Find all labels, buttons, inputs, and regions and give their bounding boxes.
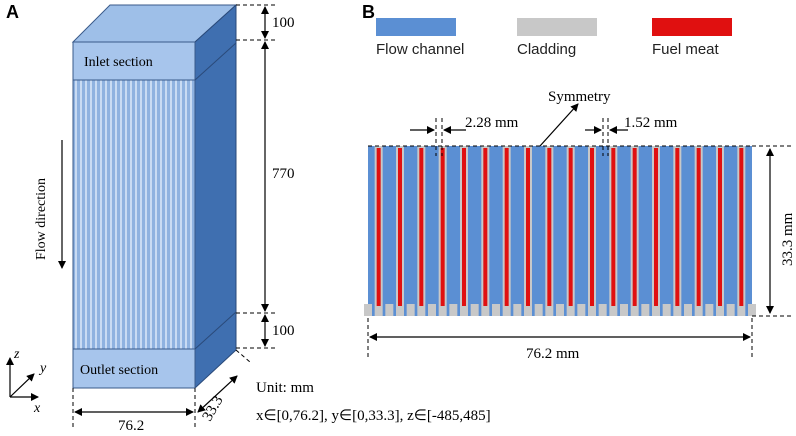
height-dimension: 33.3 mm bbox=[752, 145, 796, 317]
bottom-cladding-segment bbox=[620, 304, 628, 316]
fuel-meat-strip bbox=[568, 148, 573, 306]
bottom-cladding-segment bbox=[748, 304, 756, 316]
legend-label-flow-channel: Flow channel bbox=[376, 41, 464, 58]
legend-swatch-fuel-meat bbox=[652, 18, 732, 36]
fuel-meat-strip bbox=[440, 148, 445, 306]
bottom-cladding-segment bbox=[705, 304, 714, 316]
fuel-meat-strip bbox=[504, 148, 509, 306]
legend-swatch-flow-channel bbox=[376, 18, 456, 36]
bottom-cladding-segment bbox=[598, 304, 607, 316]
flow-channel-region bbox=[368, 146, 752, 316]
fuel-meat-strip bbox=[675, 148, 680, 306]
bottom-cladding-segment bbox=[641, 304, 650, 316]
coordinate-axes: z y x bbox=[6, 347, 47, 416]
inlet-section-label: Inlet section bbox=[84, 55, 153, 70]
vertical-dimensions: 100 770 100 bbox=[236, 4, 295, 349]
unit-text: Unit: mm bbox=[256, 380, 314, 396]
dim-channel-label: 2.28 mm bbox=[465, 115, 519, 131]
fuel-meat-strip bbox=[590, 148, 594, 306]
outlet-section bbox=[72, 348, 196, 389]
axis-x-label: x bbox=[33, 401, 41, 416]
flow-direction-label: Flow direction bbox=[34, 178, 49, 260]
bottom-dimensions: 76.2 33.3 bbox=[72, 349, 251, 434]
plate-cross-section bbox=[364, 145, 756, 316]
bottom-cladding-segment bbox=[449, 304, 458, 316]
bottom-cladding-segment bbox=[534, 304, 543, 316]
legend-label-cladding: Cladding bbox=[517, 41, 576, 58]
dim-inlet-label: 100 bbox=[272, 15, 295, 31]
dim-depth-arrow bbox=[197, 375, 238, 413]
dim-cladding-label: 1.52 mm bbox=[624, 115, 678, 131]
cladding-dimension: 1.52 mm bbox=[585, 115, 678, 156]
inlet-section bbox=[72, 41, 196, 81]
axis-z-label: z bbox=[13, 347, 20, 362]
bottom-cladding-segment bbox=[406, 304, 415, 316]
fuel-meat-strip bbox=[739, 148, 744, 306]
dim-width-b-label: 76.2 mm bbox=[526, 346, 580, 362]
panel-a-letter: A bbox=[6, 2, 19, 22]
dim-height-label: 33.3 mm bbox=[780, 212, 796, 266]
fuel-meat-strip bbox=[654, 148, 658, 306]
fuel-meat-strip bbox=[547, 148, 552, 306]
bottom-cladding-segment bbox=[577, 304, 586, 316]
fuel-meat-strip bbox=[462, 148, 466, 306]
symmetry-arrow bbox=[539, 103, 579, 147]
bottom-cladding-segment bbox=[385, 304, 394, 316]
axis-y-label: y bbox=[38, 361, 47, 376]
fuel-meat-strip bbox=[376, 148, 381, 306]
bottom-cladding-segment bbox=[428, 304, 436, 316]
fuel-meat-strip bbox=[718, 148, 722, 306]
bottom-cladding-segment bbox=[684, 304, 692, 316]
fuel-meat-strip bbox=[611, 148, 616, 306]
bottom-cladding-segment bbox=[364, 304, 372, 316]
fuel-meat-strip bbox=[696, 148, 701, 306]
legend-label-fuel-meat: Fuel meat bbox=[652, 41, 720, 58]
fuel-meat-strip bbox=[398, 148, 402, 306]
dim-depth-label: 33.3 bbox=[200, 393, 227, 424]
active-region bbox=[72, 79, 196, 350]
fuel-meat-strip bbox=[419, 148, 424, 306]
bottom-cladding-segment bbox=[513, 304, 522, 316]
fuel-assembly-3d-box bbox=[71, 3, 238, 390]
dim-outlet-label: 100 bbox=[272, 323, 295, 339]
fuel-meat-strip bbox=[632, 148, 637, 306]
dim-active-label: 770 bbox=[272, 166, 295, 182]
panel-b-letter: B bbox=[362, 2, 375, 22]
fuel-meat-strip bbox=[483, 148, 488, 306]
fuel-meat-strip bbox=[526, 148, 530, 306]
channel-gap-dimension: 2.28 mm bbox=[410, 115, 519, 156]
dim-width-label: 76.2 bbox=[118, 418, 144, 434]
bottom-cladding-segment bbox=[662, 304, 671, 316]
domain-text: x∈[0,76.2], y∈[0,33.3], z∈[-485,485] bbox=[256, 408, 491, 424]
symmetry-annotation: Symmetry bbox=[539, 89, 611, 147]
bottom-cladding-segment bbox=[470, 304, 479, 316]
symmetry-label: Symmetry bbox=[548, 89, 611, 105]
bottom-cladding-segment bbox=[492, 304, 500, 316]
width-dimension: 76.2 mm bbox=[367, 318, 753, 362]
outlet-section-label: Outlet section bbox=[80, 363, 158, 378]
legend-swatch-cladding bbox=[517, 18, 597, 36]
legend: Flow channel Cladding Fuel meat bbox=[376, 18, 732, 58]
bottom-cladding-segment bbox=[556, 304, 564, 316]
flow-direction-indicator: Flow direction bbox=[34, 140, 66, 269]
bottom-cladding-segment bbox=[726, 304, 735, 316]
